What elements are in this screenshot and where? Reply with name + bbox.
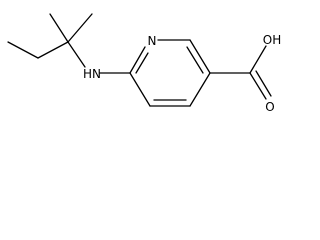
bond-carboxyl-c-oh (249, 45, 267, 74)
hydroxyl-oh-label: OH (263, 33, 281, 47)
ring-nitrogen-label: N (148, 34, 157, 48)
bond-quaternary-c-methyl-left (49, 13, 69, 43)
tert-amyl-group (7, 13, 93, 68)
bond-c2-c3 (189, 39, 211, 74)
bond-c6-n1 (129, 46, 146, 74)
bond-ethyl-ch3-ch2 (7, 41, 39, 59)
bond-quaternary-c-methyl-right (67, 13, 93, 43)
amine-nh-label: HN (83, 67, 101, 81)
pyridine-ring (129, 39, 211, 107)
bond-carboxyl-c-o-double (255, 70, 272, 97)
bond-c5-c6 (129, 72, 151, 107)
bond-c2-c3-inner (186, 46, 204, 74)
carbonyl-oxygen-label: O (265, 100, 274, 114)
bond-quaternary-c-nh (67, 41, 86, 68)
bond-carboxyl-c-o (249, 72, 267, 100)
carboxylic-acid-group (209, 45, 272, 100)
bond-ch2-quaternary-c (37, 41, 69, 59)
bond-c6-n1-inner (135, 52, 149, 74)
bond-c3-c4 (189, 72, 211, 107)
atom-labels: N HN OH O (83, 33, 281, 114)
chemical-structure: N HN OH O (7, 13, 281, 114)
